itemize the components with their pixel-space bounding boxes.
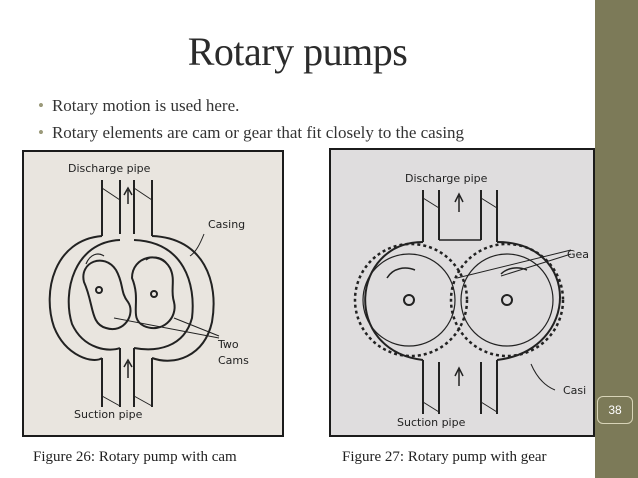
gear-label: Gea bbox=[567, 248, 589, 261]
gear-pump-figure: Discharge pipe Gea Casi Suction pipe bbox=[329, 148, 595, 437]
casing-label: Casing bbox=[208, 218, 245, 231]
two-cams-label-line1: Two bbox=[217, 338, 239, 351]
gear-pump-diagram: Discharge pipe Gea Casi Suction pipe bbox=[331, 150, 593, 435]
cam-pump-figure: Discharge pipe Casing Two Cams Suction p… bbox=[22, 150, 284, 437]
cam-pump-diagram: Discharge pipe Casing Two Cams Suction p… bbox=[24, 152, 282, 435]
slide-title: Rotary pumps bbox=[0, 28, 595, 75]
bullet-dot-icon: • bbox=[38, 96, 44, 115]
bullet-item: • Rotary motion is used here. bbox=[38, 92, 464, 119]
page-number: 38 bbox=[597, 396, 633, 424]
casing-label: Casi bbox=[563, 384, 586, 397]
bullet-text: Rotary motion is used here. bbox=[52, 96, 239, 115]
discharge-pipe-label: Discharge pipe bbox=[68, 162, 151, 175]
figure-27-caption: Figure 27: Rotary pump with gear bbox=[342, 449, 547, 466]
figure-26-caption: Figure 26: Rotary pump with cam bbox=[33, 449, 237, 466]
bullet-dot-icon: • bbox=[38, 123, 44, 142]
suction-pipe-label: Suction pipe bbox=[74, 408, 143, 421]
discharge-pipe-label: Discharge pipe bbox=[405, 172, 488, 185]
bullet-item: • Rotary elements are cam or gear that fi… bbox=[38, 119, 464, 146]
suction-pipe-label: Suction pipe bbox=[397, 416, 466, 429]
two-cams-label-line2: Cams bbox=[218, 354, 249, 367]
bullet-list: • Rotary motion is used here. • Rotary ele… bbox=[38, 92, 464, 146]
bullet-text: Rotary elements are cam or gear that fit… bbox=[52, 123, 464, 142]
